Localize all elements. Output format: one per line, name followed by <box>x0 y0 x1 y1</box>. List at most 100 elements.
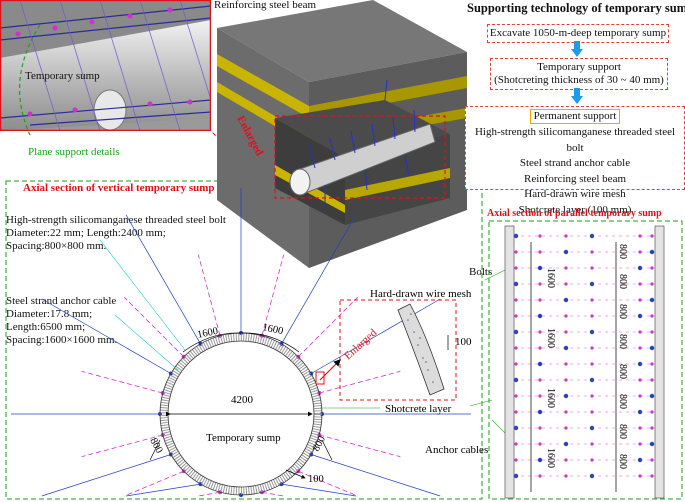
flow-step-permanent: Permanent support High-strength silicoma… <box>465 106 685 216</box>
flow-item-mesh: Hard-drawn wire mesh <box>524 188 626 200</box>
flow-step-permanent-title: Permanent support <box>529 109 621 124</box>
parallel-bolt <box>649 249 655 255</box>
parallel-bolt <box>649 297 655 303</box>
pdim-right-1: 800 <box>617 244 628 259</box>
dim-top-right: 1600 <box>261 322 284 337</box>
flow-step-excavate-text: Excavate 1050-m-deep temporary sump <box>489 27 667 39</box>
cable-spec: Steel strand anchor cable Diameter:17.8 … <box>6 295 117 347</box>
bolt-spec-line-2: Spacing:800×800 mm. <box>6 240 107 252</box>
flow-step-excavate: Excavate 1050-m-deep temporary sump <box>487 24 669 43</box>
anchor-cable-line <box>41 298 172 374</box>
anchor-cable-line <box>281 483 357 497</box>
cable-spec-title: Steel strand anchor cable <box>6 295 117 307</box>
parallel-bolt <box>537 265 543 271</box>
parallel-bolt <box>537 457 543 463</box>
parallel-bolt <box>650 330 654 334</box>
mesh-dim: 100 <box>455 336 472 348</box>
parallel-bolt <box>538 474 542 478</box>
dim-diameter: 4200 <box>231 394 254 406</box>
plane-support-detail: Reinforcing steel beam Temporary sump <box>0 0 316 132</box>
flow-arrow-1 <box>571 41 583 57</box>
detail-sump-label: Temporary sump <box>25 70 100 82</box>
bolt-line <box>261 254 285 336</box>
parallel-bolt <box>650 362 654 366</box>
pdim-left-3: 1600 <box>545 388 556 408</box>
mesh-dots <box>407 313 434 383</box>
parallel-bolt <box>538 378 542 382</box>
parallel-bolt <box>538 234 542 238</box>
anchor-cable-line <box>311 454 441 497</box>
cable-spec-line-3: Spacing:1600×1600 mm. <box>6 334 118 346</box>
model-3d: Enlarged <box>217 0 467 268</box>
bolt-line <box>298 470 358 497</box>
bolt-line <box>261 491 284 497</box>
flow-title: Supporting technology of temporary sump <box>467 1 685 15</box>
bolt-line <box>81 434 163 458</box>
pdim-left-1: 1600 <box>545 268 556 288</box>
parallel-bolt <box>538 330 542 334</box>
parallel-bolt <box>537 361 543 367</box>
bolt-spec-title: High-strength silicomanganese threaded s… <box>6 214 226 226</box>
anchor-cable-line <box>310 298 441 374</box>
beam-label: Reinforcing steel beam <box>214 0 317 11</box>
parallel-bolt <box>650 234 654 238</box>
pdim-right-7: 800 <box>617 424 628 439</box>
parallel-bolt <box>538 250 542 254</box>
detail-caption: Plane support details <box>28 146 120 158</box>
bolt-line <box>124 297 185 358</box>
bolts-label: Bolts <box>469 266 493 278</box>
vertical-section-title: Axial section of vertical temporary sump <box>23 182 215 194</box>
bolt-line <box>319 434 401 458</box>
flow-arrow-2 <box>571 88 583 104</box>
pdim-right-3: 800 <box>617 304 628 319</box>
shotcrete-label: Shotcrete layer <box>385 403 452 415</box>
pdim-left-4: 1600 <box>545 448 556 468</box>
parallel-bolt <box>538 442 542 446</box>
flow-item-cable: Steel strand anchor cable <box>519 157 631 169</box>
parallel-bolt <box>538 346 542 350</box>
vertical-sump-label: Temporary sump <box>206 432 281 444</box>
pdim-right-2: 800 <box>617 274 628 289</box>
anchor-cable-line <box>125 483 201 497</box>
pdim-right-4: 800 <box>617 334 628 349</box>
pdim-right-6: 800 <box>617 394 628 409</box>
anchor-cable-line <box>125 214 201 345</box>
bolt-line <box>124 470 184 497</box>
parallel-bolt-grid <box>513 233 655 479</box>
mesh-label: Hard-drawn wire mesh <box>370 288 472 300</box>
parallel-bolt <box>650 474 654 478</box>
parallel-section-title: Axial section of parallel temporary sump <box>487 208 662 219</box>
cable-spec-line-2: Length:6500 mm; <box>6 321 86 333</box>
pdim-left-2: 1600 <box>545 328 556 348</box>
parallel-bolt <box>650 426 654 430</box>
parallel-bolt <box>538 394 542 398</box>
parallel-bolt <box>649 393 655 399</box>
parallel-bolt <box>650 410 654 414</box>
parallel-bolt <box>538 426 542 430</box>
cable-spec-line-1: Diameter:17.8 mm; <box>6 308 93 320</box>
bolt-line <box>197 254 221 336</box>
detail-illustration <box>0 0 212 132</box>
parallel-bolt <box>538 298 542 302</box>
parallel-bolt <box>537 313 543 319</box>
dim-top-left: 1600 <box>196 326 219 341</box>
pdim-right-8: 800 <box>617 454 628 469</box>
parallel-bolt <box>650 266 654 270</box>
parallel-bolt <box>537 409 543 415</box>
bolt-line <box>198 491 221 497</box>
parallel-bolt <box>650 378 654 382</box>
parallel-bolt <box>538 282 542 286</box>
parallel-bolt <box>650 458 654 462</box>
bolt-line <box>319 370 401 394</box>
dim-thickness: 100 <box>308 474 324 485</box>
parallel-bolt <box>650 314 654 318</box>
bolt-line <box>297 297 358 358</box>
flow-item-shotcrete: Shotcrete layer (100 mm) <box>518 203 632 216</box>
parallel-bolt <box>649 345 655 351</box>
anchor-cables-label: Anchor cables <box>425 444 488 456</box>
bolt-line <box>81 370 163 394</box>
flow-step-temporary-title: Temporary support <box>537 61 621 73</box>
bolt-spec: High-strength silicomanganese threaded s… <box>6 214 226 253</box>
